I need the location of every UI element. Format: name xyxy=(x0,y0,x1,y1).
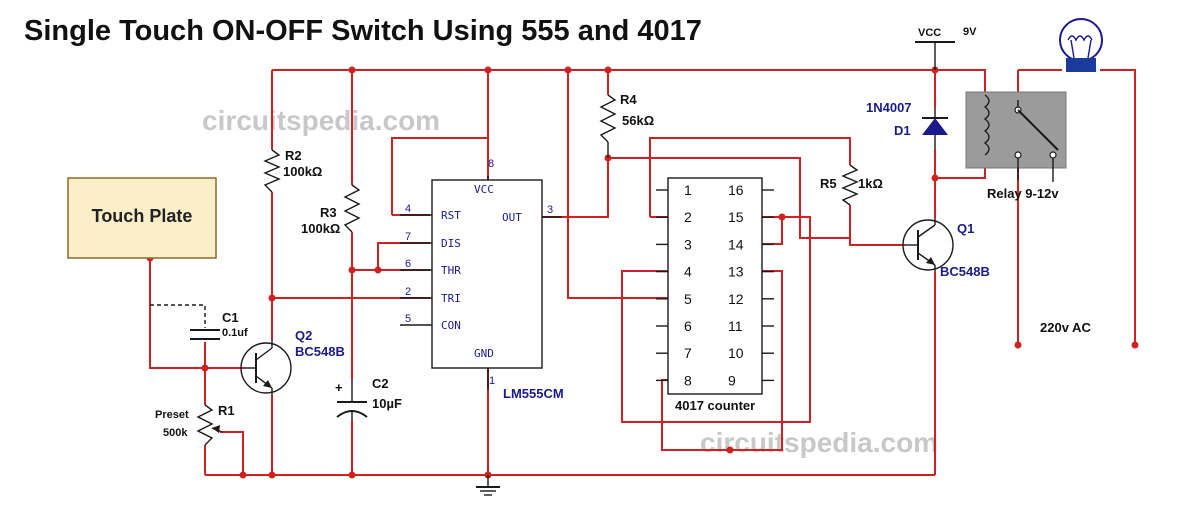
ic4017-pin-num-left: 6 xyxy=(684,318,692,334)
r5-value: 1kΩ xyxy=(858,176,883,191)
ic555-pin-name-thr: THR xyxy=(441,264,461,277)
ic555-pin-num-gnd: 1 xyxy=(489,375,495,387)
transistor-q1: Q1 BC548B xyxy=(902,218,990,279)
c1-ref: C1 xyxy=(222,310,239,325)
ic555-part-name: LM555CM xyxy=(503,386,564,401)
resistor-r3: R3 100kΩ xyxy=(301,184,361,236)
r1-ref: R1 xyxy=(218,403,235,418)
ic555-pin-name-out: OUT xyxy=(502,211,522,224)
diagram-title: Single Touch ON-OFF Switch Using 555 and… xyxy=(24,15,702,47)
resistor-r2: R2 100kΩ xyxy=(263,148,322,193)
ic555-pin-num-con: 5 xyxy=(405,313,411,325)
r4-value: 56kΩ xyxy=(622,113,654,128)
mains-label: 220v AC xyxy=(1040,320,1091,335)
touch-plate-label: Touch Plate xyxy=(92,206,193,226)
ic4017-pin-num-left: 8 xyxy=(684,372,692,388)
capacitor-c1: C1 0.1uf xyxy=(150,304,248,340)
ground-icon xyxy=(476,475,500,496)
ic4017-pin-num-left: 1 xyxy=(684,182,692,198)
capacitor-c2: + C2 10µF xyxy=(335,376,402,420)
r5-ref: R5 xyxy=(820,176,837,191)
r1-type: Preset xyxy=(155,409,189,421)
ic4017-pin-num-left: 4 xyxy=(684,264,692,280)
relay-label: Relay 9-12v xyxy=(987,186,1059,201)
ic555-pin-num-out: 3 xyxy=(547,204,553,216)
bulb-icon xyxy=(1059,18,1103,72)
ic-555: 8 4 7 6 2 5 1 3 VCC RST DIS THR TRI CON … xyxy=(400,158,564,401)
ic4017-pin-num-left: 3 xyxy=(684,236,692,252)
r1-value: 500k xyxy=(163,427,188,439)
ic4017-pin-num-right: 13 xyxy=(728,264,744,280)
ic555-pin-name-tri: TRI xyxy=(441,292,461,305)
ic555-pin-name-vcc: VCC xyxy=(474,183,494,196)
ic555-pin-num-vcc: 8 xyxy=(488,158,494,170)
c1-value: 0.1uf xyxy=(222,327,248,339)
resistor-r4: R4 56kΩ xyxy=(599,92,654,158)
watermark-top: circuitspedia.com xyxy=(202,105,440,136)
ic555-pin-name-con: CON xyxy=(441,319,461,332)
ic555-pin-name-dis: DIS xyxy=(441,237,461,250)
ic555-pin-name-rst: RST xyxy=(441,209,461,222)
ic4017-pin-num-right: 16 xyxy=(728,182,744,198)
ic4017-pin-num-right: 12 xyxy=(728,291,744,307)
touch-plate: Touch Plate xyxy=(67,177,217,259)
r4-ref: R4 xyxy=(620,92,637,107)
d1-ref: D1 xyxy=(894,123,911,138)
ic4017-pin-num-right: 9 xyxy=(728,372,736,388)
ic4017-pin-num-left: 7 xyxy=(684,345,692,361)
r2-value: 100kΩ xyxy=(283,164,322,179)
c2-polarity: + xyxy=(335,380,343,395)
ic555-pin-num-rst: 4 xyxy=(405,203,411,215)
r3-ref: R3 xyxy=(320,205,337,220)
c2-value: 10µF xyxy=(372,396,402,411)
resistor-r1-preset: Preset R1 500k xyxy=(155,403,235,446)
ic4017-pin-num-right: 10 xyxy=(728,345,744,361)
ic4017-part-name: 4017 counter xyxy=(675,398,755,413)
relay: Relay 9-12v xyxy=(965,91,1067,201)
r2-ref: R2 xyxy=(285,148,302,163)
ic4017-pin-num-left: 2 xyxy=(684,209,692,225)
q1-part: BC548B xyxy=(940,264,990,279)
transistor-q2: Q2 BC548B xyxy=(240,328,345,395)
d1-part: 1N4007 xyxy=(866,100,912,115)
q1-ref: Q1 xyxy=(957,221,974,236)
watermark-bottom: circuitspedia.com xyxy=(700,427,938,458)
vcc-value: 9V xyxy=(963,26,977,38)
c2-ref: C2 xyxy=(372,376,389,391)
vcc-supply: VCC 9V xyxy=(915,26,977,70)
q2-part: BC548B xyxy=(295,344,345,359)
q2-ref: Q2 xyxy=(295,328,312,343)
r3-value: 100kΩ xyxy=(301,221,340,236)
ic555-pin-num-tri: 2 xyxy=(405,286,411,298)
vcc-label: VCC xyxy=(918,27,941,39)
ic4017-pin-num-right: 15 xyxy=(728,209,744,225)
resistor-r5: R5 1kΩ xyxy=(820,164,883,206)
ic4017-pin-num-right: 11 xyxy=(728,318,743,334)
ic4017-pin-num-right: 14 xyxy=(728,236,744,252)
ic4017-pin-num-left: 5 xyxy=(684,291,692,307)
ic555-pin-num-dis: 7 xyxy=(405,231,411,243)
ic555-pin-name-gnd: GND xyxy=(474,347,494,360)
diode-d1: 1N4007 D1 xyxy=(866,100,948,150)
ic555-pin-num-thr: 6 xyxy=(405,258,411,270)
